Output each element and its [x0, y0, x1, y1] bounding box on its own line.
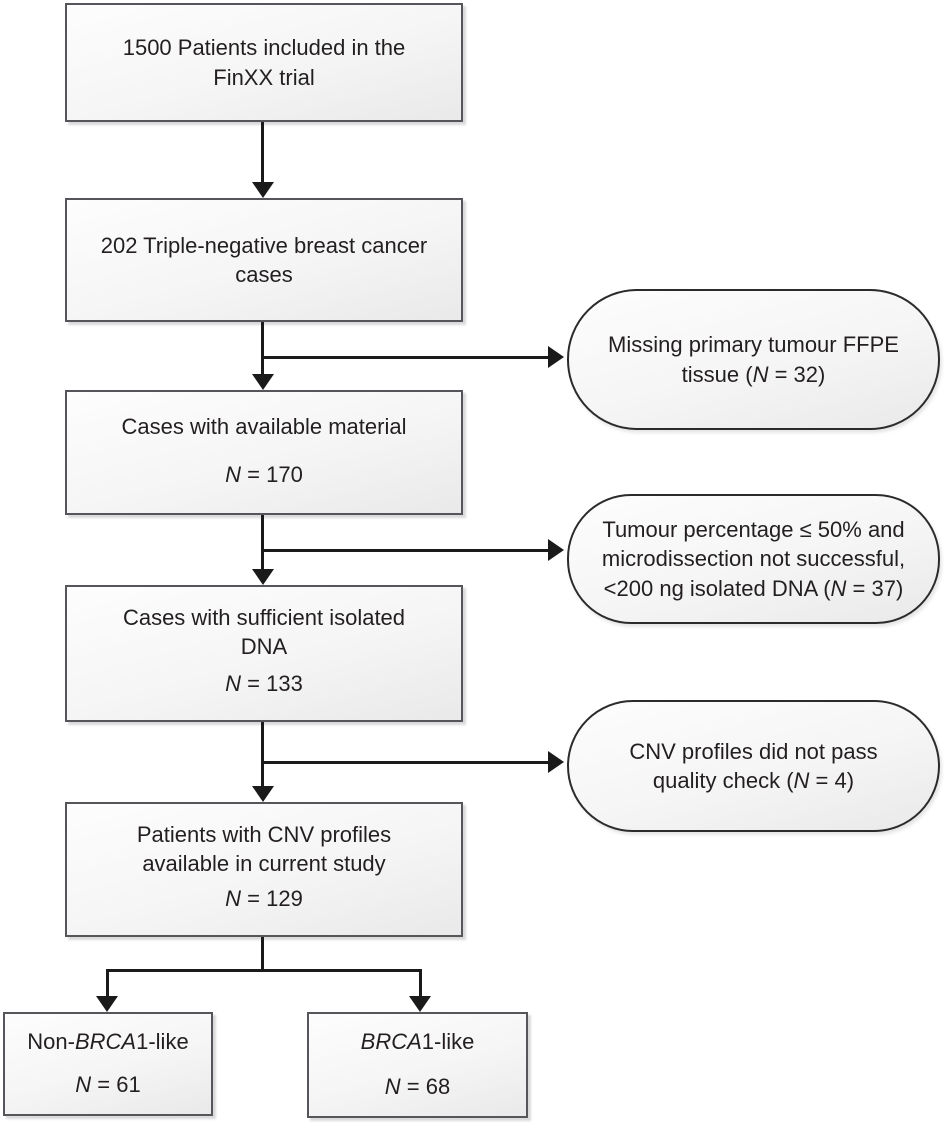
flow-box-sufficient-dna-text: Cases with sufficient isolated DNA [122, 605, 406, 660]
arrow-down-icon [252, 374, 274, 390]
text-pre: CNV profiles did not pass quality check … [629, 738, 878, 793]
flow-box-available-material: Cases with available material N = 170 [65, 390, 463, 515]
exclusion-insufficient-dna: Tumour percentage ≤ 50% and microdissect… [567, 494, 940, 624]
connector-box2-box3 [261, 322, 264, 374]
connector-box5-split [261, 937, 264, 971]
flow-box-sufficient-dna: Cases with sufficient isolated DNA N = 1… [65, 585, 463, 722]
connector-branch-missing-ffpe [263, 356, 548, 359]
arrow-down-icon [252, 182, 274, 198]
text-post: 1-like [136, 1029, 189, 1054]
n-label: N [75, 1071, 92, 1097]
text-pre: Non- [27, 1029, 75, 1054]
connector-branch-failed-qc [263, 761, 548, 764]
text-post: 1-like [421, 1029, 475, 1054]
exclusion-missing-ffpe-text: Missing primary tumour FFPE tissue (N = … [608, 330, 899, 389]
n-label: N [384, 1073, 401, 1099]
n-value-line: N = 61 [75, 1070, 140, 1099]
text-post: = 32) [768, 361, 826, 387]
n-rest: = 61 [91, 1071, 141, 1097]
flow-box-cnv-profiles-text: Patients with CNV profiles available in … [136, 822, 392, 877]
arrow-down-icon [252, 786, 274, 802]
arrow-right-icon [548, 751, 564, 773]
n-rest: = 68 [400, 1073, 451, 1099]
arrow-down-icon [409, 996, 431, 1012]
exclusion-insufficient-dna-text: Tumour percentage ≤ 50% and microdissect… [602, 515, 905, 603]
connector-split-right [419, 969, 422, 996]
n-label: N [225, 670, 242, 696]
n-value-line: N = 170 [225, 460, 303, 489]
flow-box-non-brca1-like: Non-BRCA1-like N = 61 [3, 1012, 213, 1116]
exclusion-failed-qc-text: CNV profiles did not pass quality check … [629, 737, 877, 796]
connector-box3-box4 [261, 515, 264, 569]
flow-box-tnbc-cases-text: 202 Triple-negative breast cancer cases [100, 232, 428, 287]
arrow-right-icon [548, 346, 564, 368]
n-label: N [225, 461, 242, 487]
gene-name: BRCA [360, 1029, 422, 1054]
flow-box-cnv-profiles: Patients with CNV profiles available in … [65, 802, 463, 937]
flow-box-finxx-trial-text: 1500 Patients included in the FinXX tria… [122, 35, 406, 90]
flow-box-brca1-like: BRCA1-like N = 68 [307, 1012, 528, 1118]
n-rest: = 170 [241, 461, 303, 487]
flow-box-brca1-like-text: BRCA1-like [361, 1027, 475, 1056]
flow-box-finxx-trial: 1500 Patients included in the FinXX tria… [65, 3, 463, 122]
connector-box4-box5 [261, 722, 264, 786]
connector-branch-insufficient-dna [263, 549, 548, 552]
text-post: = 4) [809, 768, 855, 793]
n-value-line: N = 129 [225, 884, 303, 913]
n-rest: = 129 [241, 885, 303, 911]
arrow-right-icon [548, 539, 564, 561]
n-label: N [793, 768, 810, 793]
flow-box-available-material-text: Cases with available material [121, 414, 407, 439]
exclusion-missing-ffpe: Missing primary tumour FFPE tissue (N = … [567, 289, 940, 430]
text-post: = 37) [846, 575, 904, 601]
n-label: N [830, 575, 847, 601]
connector-box1-box2 [261, 122, 264, 182]
flow-box-non-brca1-like-text: Non-BRCA1-like [27, 1027, 188, 1056]
n-label: N [752, 361, 769, 387]
n-value-line: N = 133 [225, 669, 303, 698]
n-label: N [225, 885, 242, 911]
connector-split-left [106, 969, 109, 996]
arrow-down-icon [96, 996, 118, 1012]
flow-box-tnbc-cases: 202 Triple-negative breast cancer cases [65, 198, 463, 322]
exclusion-failed-qc: CNV profiles did not pass quality check … [567, 700, 940, 832]
text-pre: Tumour percentage ≤ 50% and microdissect… [601, 517, 906, 601]
text-pre: Missing primary tumour FFPE tissue ( [608, 332, 899, 387]
n-rest: = 133 [241, 670, 303, 696]
connector-split-horizontal [106, 969, 422, 972]
arrow-down-icon [252, 569, 274, 585]
gene-name: BRCA [74, 1029, 137, 1054]
n-value-line: N = 68 [385, 1072, 450, 1101]
